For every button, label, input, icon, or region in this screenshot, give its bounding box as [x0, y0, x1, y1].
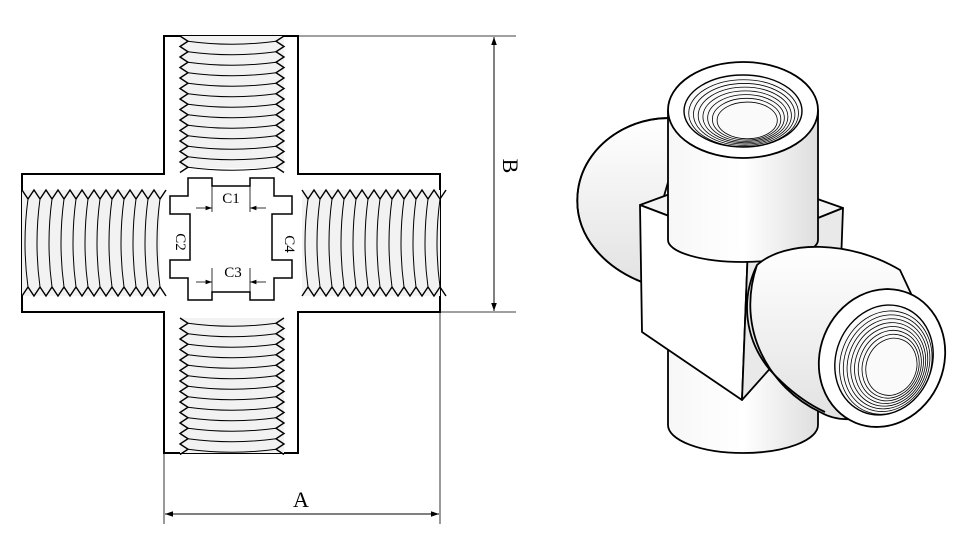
dim-c1: C1 [196, 186, 266, 212]
dim-label-c2: C2 [172, 233, 188, 251]
front-branch [746, 245, 947, 428]
dim-c3: C3 [196, 265, 266, 292]
top-branch [667, 61, 819, 263]
isometric-view [576, 61, 947, 454]
thread-bottom [178, 317, 286, 456]
dim-b: B [298, 35, 523, 313]
dim-label-c3: C3 [224, 265, 242, 281]
thread-right [301, 188, 447, 298]
dim-label-c1: C1 [222, 191, 240, 207]
front-bore-threads [839, 310, 933, 415]
top-bore-threads [688, 79, 799, 148]
dim-c2: C2 [172, 214, 191, 260]
dim-label-c4: C4 [281, 235, 297, 253]
section-view: C1 C3 C2 C4 B [21, 35, 523, 524]
dim-c4: C4 [271, 214, 297, 260]
back-branch [576, 117, 687, 286]
dim-label-a: A [293, 487, 309, 512]
thread-left [21, 188, 167, 298]
dim-a: A [163, 312, 441, 524]
dim-label-b: B [498, 159, 523, 174]
thread-top [178, 35, 286, 174]
